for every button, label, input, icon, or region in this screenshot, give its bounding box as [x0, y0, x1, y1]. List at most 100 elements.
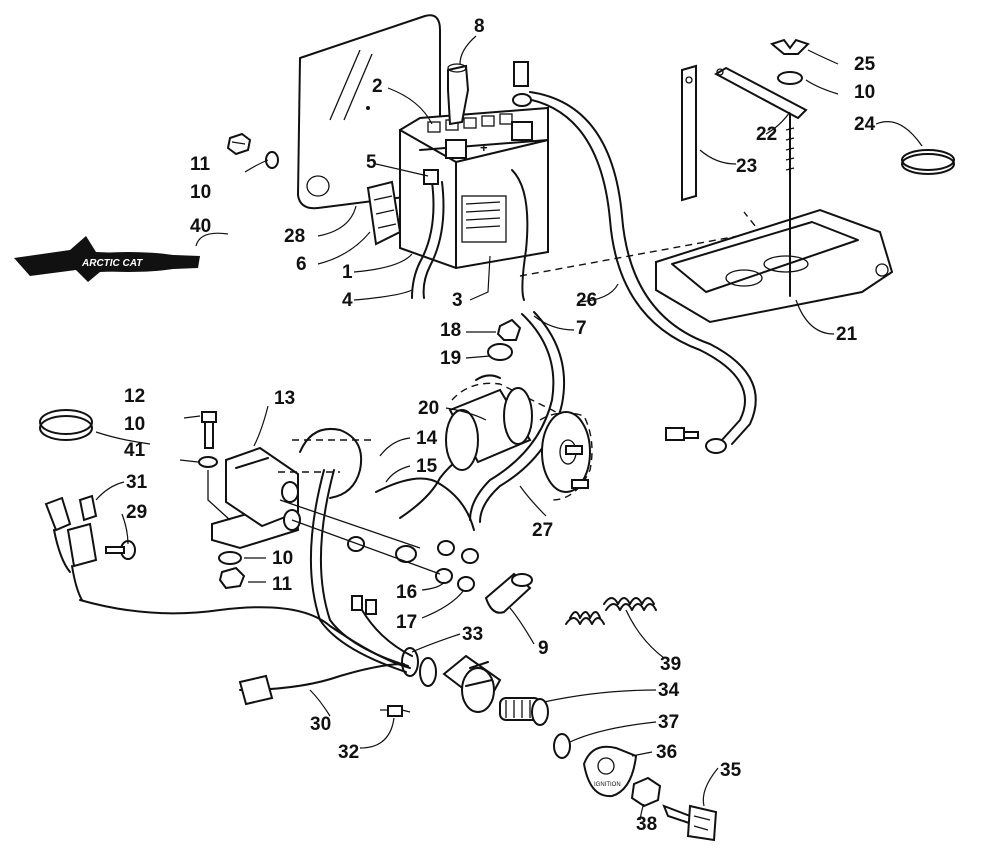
- washer-top: [777, 71, 803, 85]
- negative-cable-edge: [529, 91, 757, 445]
- callout-14: 14: [416, 428, 438, 449]
- band-clamp-41: [39, 409, 93, 441]
- ignition-decal: IGNITION: [582, 745, 638, 798]
- terminal-cap: [484, 572, 533, 614]
- callout-18: 18: [440, 320, 461, 341]
- callout-11-lower: 11: [272, 574, 293, 595]
- leader-lines: [95, 35, 923, 821]
- callout-20: 20: [418, 398, 439, 419]
- callout-24: 24: [854, 114, 876, 135]
- lamp-socket: [380, 705, 411, 717]
- solenoid: [207, 446, 301, 550]
- callout-13: 13: [274, 388, 295, 409]
- callout-39: 39: [660, 654, 681, 675]
- switch-nut: [630, 776, 662, 808]
- callout-32: 32: [338, 742, 359, 763]
- harness-feed-edge: [319, 469, 409, 667]
- callout-10-solenoid: 10: [124, 414, 145, 435]
- svg-text:+: +: [480, 140, 488, 155]
- vent-tube-edge: [422, 181, 445, 299]
- callout-28: 28: [284, 226, 305, 247]
- washer-row: [347, 536, 479, 592]
- callout-29: 29: [126, 502, 147, 523]
- solenoid-harness-loop: [299, 428, 362, 499]
- logo-text: ARCTIC CAT: [81, 258, 143, 269]
- callout-6: 6: [296, 254, 307, 275]
- ignition-key: [662, 804, 718, 842]
- nut-18: [496, 318, 522, 341]
- callout-15: 15: [416, 456, 438, 477]
- callout-31: 31: [126, 472, 148, 493]
- callout-38: 38: [636, 814, 657, 835]
- callout-21: 21: [836, 324, 858, 345]
- callout-25: 25: [854, 54, 876, 75]
- solenoid-bolt: [201, 411, 217, 449]
- starter-flange: [539, 411, 593, 501]
- svg-text:IGNITION: IGNITION: [594, 782, 621, 788]
- callout-22: 22: [756, 124, 777, 145]
- cable-ties: [401, 647, 437, 687]
- callout-7: 7: [576, 318, 587, 339]
- callout-23: 23: [736, 156, 757, 177]
- callout-9: 9: [538, 638, 549, 659]
- washer-solenoid-top: [198, 456, 218, 468]
- springs: [565, 597, 657, 625]
- band-clamp: [901, 149, 955, 175]
- callout-5: 5: [366, 152, 377, 173]
- nut-solenoid-bottom: [218, 566, 246, 590]
- callout-37: 37: [658, 712, 679, 733]
- callout-1: 1: [342, 262, 353, 283]
- battery-tray: [655, 208, 894, 324]
- callout-numbers: 2 8 5 11 10 28 6 1 4 3 40 25 10 22 23 24…: [124, 16, 876, 835]
- callout-34: 34: [658, 680, 680, 701]
- callout-35: 35: [720, 760, 742, 781]
- switch-lockwasher: [553, 733, 571, 759]
- positive-cable: [469, 313, 555, 521]
- battery: +: [399, 106, 549, 270]
- callout-16: 16: [396, 582, 417, 603]
- callout-8: 8: [474, 16, 485, 37]
- harness-plug-wire: [361, 609, 413, 657]
- washer-solenoid-bottom: [218, 551, 242, 565]
- hold-down-strap: [681, 64, 697, 202]
- callout-19: 19: [440, 348, 461, 369]
- callout-10-lower: 10: [272, 548, 293, 569]
- screw-29: [105, 540, 136, 560]
- fuse-holder: [44, 496, 98, 601]
- callout-10-upper: 10: [190, 182, 211, 203]
- wing-nut: [769, 38, 810, 55]
- negative-cable: [521, 97, 746, 441]
- ground-bolt: [665, 427, 727, 454]
- battery-pad: [366, 180, 402, 246]
- callout-2: 2: [372, 76, 383, 97]
- starter-motor: [445, 374, 561, 471]
- callout-30: 30: [310, 714, 331, 735]
- arctic-cat-logo: ARCTIC CAT: [14, 236, 200, 282]
- callout-41: 41: [124, 440, 146, 461]
- hold-down-bracket: [713, 66, 808, 120]
- washer-upper: [265, 151, 279, 169]
- terminal-bolt: [423, 169, 439, 185]
- washer-row-guides: [279, 499, 441, 575]
- starter-lead: [375, 477, 475, 531]
- fuse: [78, 494, 98, 522]
- nut-upper: [226, 132, 252, 156]
- callout-3: 3: [452, 290, 463, 311]
- battery-cable-lead: [511, 169, 529, 301]
- callout-33: 33: [462, 624, 483, 645]
- callout-26: 26: [576, 290, 597, 311]
- callout-36: 36: [656, 742, 677, 763]
- callout-10-tray: 10: [854, 82, 875, 103]
- callout-40: 40: [190, 216, 211, 237]
- callout-11-upper: 11: [190, 154, 211, 175]
- callout-12: 12: [124, 386, 145, 407]
- vent-tube: [411, 181, 435, 299]
- ignition-switch: [442, 654, 549, 726]
- terminal-boot: [447, 63, 470, 126]
- harness-feed: [309, 469, 407, 673]
- callout-4: 4: [342, 290, 353, 311]
- callout-17: 17: [396, 612, 417, 633]
- ring-lug: [487, 343, 513, 361]
- negative-cable-bolt: [512, 61, 532, 107]
